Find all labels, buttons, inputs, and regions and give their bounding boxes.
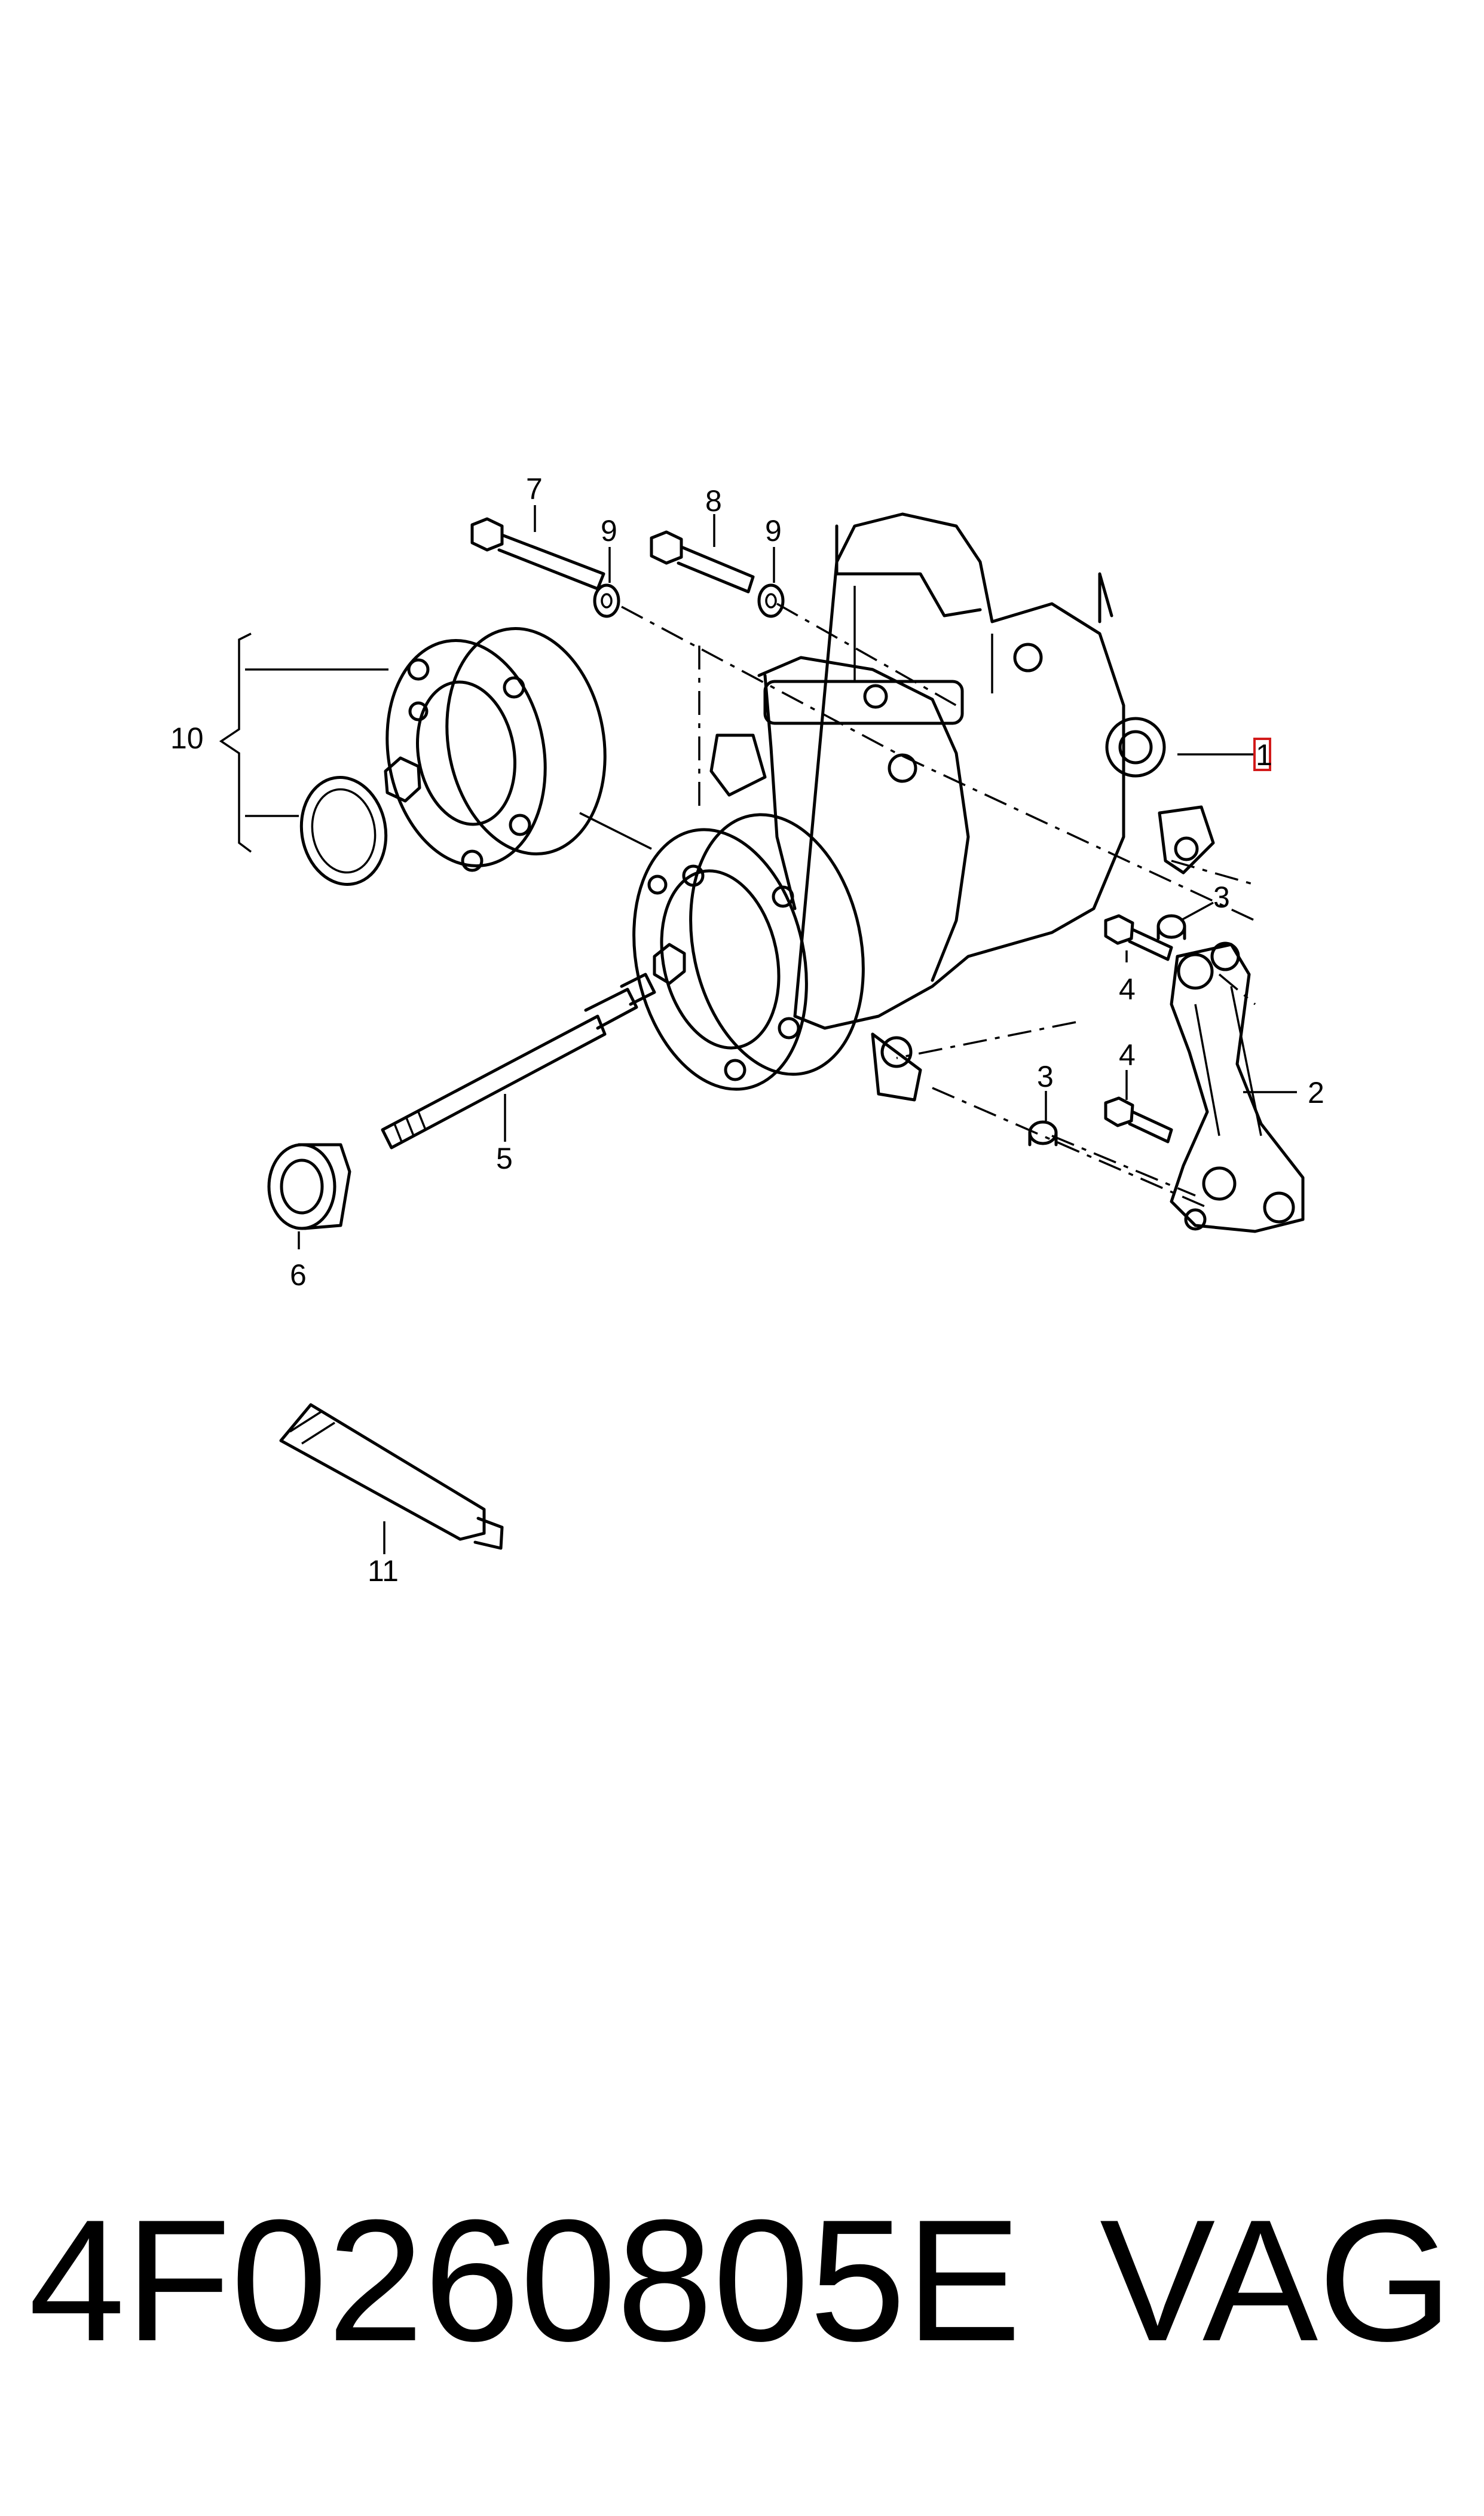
- callout-10[interactable]: 10: [170, 722, 204, 755]
- callout-4b[interactable]: 4: [1119, 1038, 1136, 1072]
- clutch-exploded: [299, 627, 607, 886]
- callout-7[interactable]: 7: [526, 472, 543, 506]
- brand-name: VAG: [1100, 2184, 1453, 2377]
- leader-lines: [298, 505, 1297, 1554]
- callout-9a[interactable]: 9: [601, 514, 617, 548]
- callout-1-highlight: [1253, 738, 1271, 771]
- part-number: 4F0260805E: [29, 2184, 1021, 2377]
- callout-3b[interactable]: 3: [1037, 1060, 1054, 1093]
- ac-compressor-drawing: [709, 512, 1215, 1102]
- callout-2[interactable]: 2: [1308, 1076, 1324, 1109]
- washer-9a-drawing: [593, 583, 620, 618]
- bolt-8-drawing: [650, 530, 755, 594]
- callout-8[interactable]: 8: [705, 484, 722, 518]
- bushing-3a-drawing: [1156, 914, 1186, 940]
- bushing-3b-drawing: [1028, 1120, 1058, 1147]
- bolt-4a-drawing: [1104, 914, 1173, 961]
- callout-6[interactable]: 6: [290, 1258, 307, 1292]
- callout-10-brace: [219, 632, 388, 853]
- callout-11[interactable]: 11: [368, 1554, 399, 1588]
- callout-1[interactable]: 1: [1256, 738, 1272, 772]
- bolt-7-drawing: [470, 517, 605, 591]
- callout-labels: 1 2 3 3 4 4 5 6 7 8 9 9 10 11: [170, 472, 1324, 1588]
- seal-6-drawing: [267, 1143, 351, 1230]
- compressor-clutch-front: [632, 813, 865, 1091]
- grease-tube-11-drawing: [279, 1403, 504, 1550]
- callout-4a[interactable]: 4: [1119, 973, 1136, 1006]
- bracket-2-drawing: [1170, 941, 1305, 1233]
- washer-9b-drawing: [757, 583, 785, 618]
- callout-9b[interactable]: 9: [765, 514, 782, 548]
- callout-5[interactable]: 5: [496, 1142, 513, 1175]
- callout-3a[interactable]: 3: [1213, 881, 1230, 914]
- stud-5-drawing: [381, 973, 656, 1150]
- alignment-lines: [579, 603, 1256, 1209]
- bolt-4b-drawing: [1104, 1096, 1173, 1144]
